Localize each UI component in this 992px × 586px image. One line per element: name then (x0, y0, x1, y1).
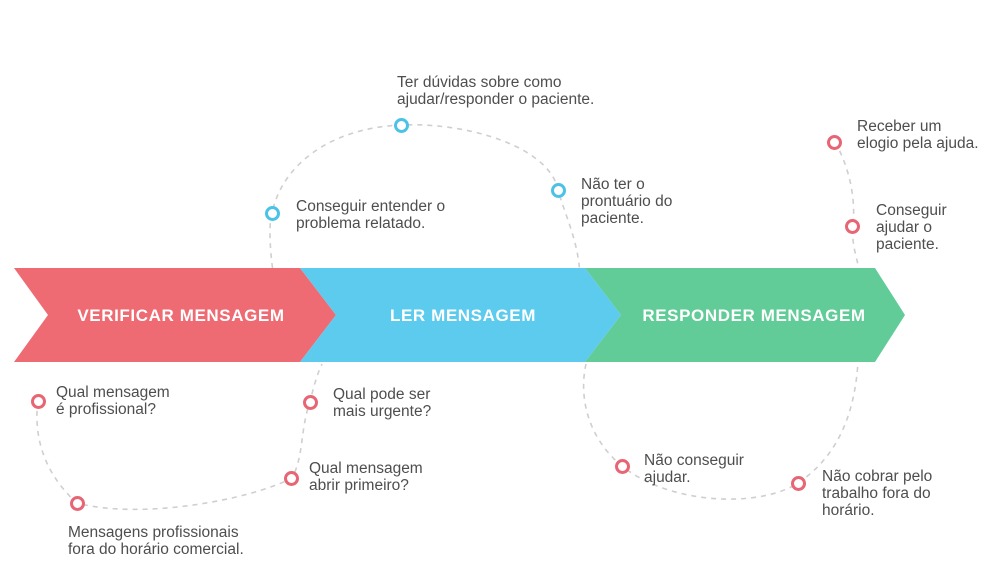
note-line: horário. (822, 502, 875, 519)
stage-label-ler: LER MENSAGEM (389, 306, 537, 325)
note-line: elogio pela ajuda. (857, 135, 979, 152)
negative-marker-ajudar (845, 219, 860, 234)
note-line: mais urgente? (333, 403, 432, 420)
note-line: ajudar/responder o paciente. (397, 91, 595, 108)
note-line: Conseguir (876, 202, 947, 219)
note-line: fora do horário comercial. (68, 541, 244, 558)
note-line: Qual mensagem (56, 384, 170, 401)
note-line: paciente. (876, 236, 939, 253)
note-line: Mensagens profissionais (68, 524, 239, 541)
positive-marker-prontuario (551, 183, 566, 198)
note-prontuario: Não ter o prontuário do paciente. (581, 176, 672, 227)
note-line: paciente. (581, 210, 644, 227)
note-line: Receber um (857, 118, 942, 135)
note-line: abrir primeiro? (309, 477, 409, 494)
note-nao-cobrar: Não cobrar pelo trabalho fora do horário… (822, 468, 932, 519)
note-fora-horario: Mensagens profissionais fora do horário … (68, 524, 244, 558)
note-line: Não conseguir (644, 452, 744, 469)
negative-marker-fora-horario (70, 496, 85, 511)
note-ajudar: Conseguir ajudar o paciente. (876, 202, 947, 253)
note-duvidas: Ter dúvidas sobre como ajudar/responder … (397, 74, 594, 108)
positive-marker-entender (265, 206, 280, 221)
negative-marker-nao-ajudar (615, 459, 630, 474)
note-line: problema relatado. (296, 215, 426, 232)
note-line: Não ter o (581, 176, 645, 193)
negative-marker-nao-cobrar (791, 476, 806, 491)
note-line: Conseguir entender o (296, 198, 446, 215)
note-urgente: Qual pode ser mais urgente? (333, 386, 431, 420)
note-entender: Conseguir entender o problema relatado. (296, 198, 445, 232)
note-line: ajudar. (644, 469, 691, 486)
note-line: é profissional? (56, 401, 156, 418)
stage-label-responder: RESPONDER MENSAGEM (642, 306, 866, 325)
note-line: Ter dúvidas sobre como (397, 74, 562, 91)
note-line: Qual mensagem (309, 460, 423, 477)
stage-arrow-verificar (14, 268, 336, 362)
note-nao-ajudar: Não conseguir ajudar. (644, 452, 744, 486)
stage-arrow-responder (585, 268, 905, 362)
note-primeiro: Qual mensagem abrir primeiro? (309, 460, 423, 494)
negative-marker-primeiro (284, 471, 299, 486)
negative-marker-urgente (303, 395, 318, 410)
note-profissional: Qual mensagem é profissional? (56, 384, 170, 418)
negative-marker-elogio (827, 135, 842, 150)
stage-arrow-ler (300, 268, 621, 362)
note-line: Qual pode ser (333, 386, 431, 403)
note-elogio: Receber um elogio pela ajuda. (857, 118, 979, 152)
stage-label-verificar: VERIFICAR MENSAGEM (77, 306, 285, 325)
note-line: ajudar o (876, 219, 933, 236)
negative-marker-profissional (31, 394, 46, 409)
note-line: Não cobrar pelo (822, 468, 933, 485)
note-line: prontuário do (581, 193, 673, 210)
note-line: trabalho fora do (822, 485, 931, 502)
upper-right-path (834, 141, 861, 276)
positive-marker-duvidas (394, 118, 409, 133)
